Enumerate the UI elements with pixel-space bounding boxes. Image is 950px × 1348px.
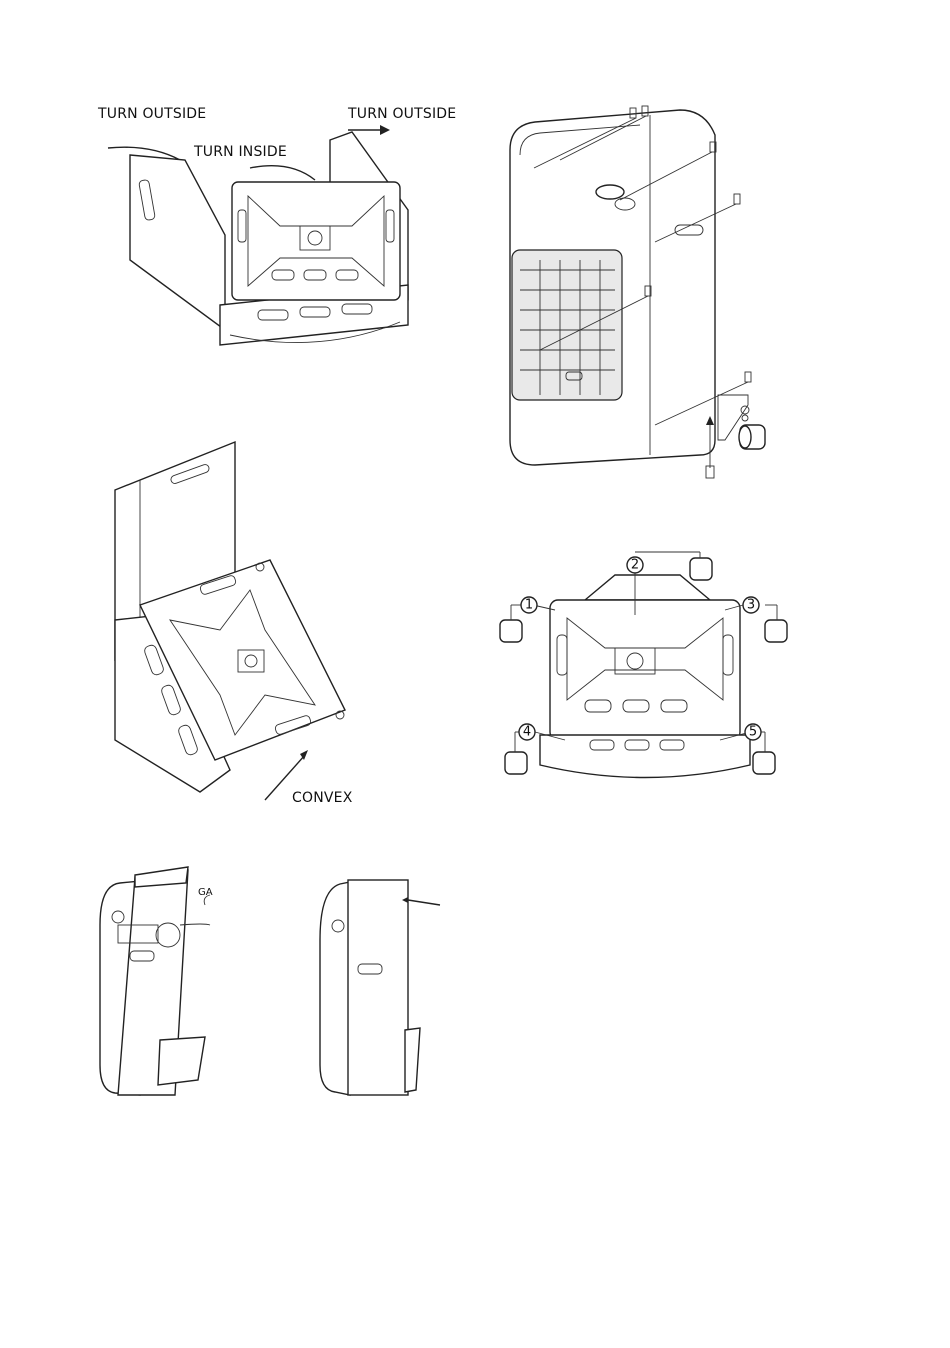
convex-panel-drawing xyxy=(100,440,400,790)
figure-unfold-panels: TURN OUTSIDE TURN OUTSIDE TURN INSIDE xyxy=(90,100,470,360)
figure-cylinder-insert-left: GA xyxy=(90,865,240,1105)
label-turn-outside-left: TURN OUTSIDE xyxy=(98,106,206,122)
position-1: 1 xyxy=(525,598,533,613)
base-tray-left xyxy=(158,1037,205,1085)
label-turn-inside: TURN INSIDE xyxy=(194,144,287,160)
control-knob xyxy=(596,185,624,199)
cylinder-insert-left-drawing xyxy=(90,865,240,1105)
left-side-panel xyxy=(130,155,225,330)
cylinder-insert-right-drawing xyxy=(310,870,450,1105)
top-cover-left xyxy=(135,867,188,887)
figure-convex-panel: CONVEX xyxy=(100,440,400,810)
base-tray-right xyxy=(405,1028,420,1092)
position-2: 2 xyxy=(631,558,639,573)
back-plate xyxy=(232,182,400,300)
figure-wheel-positions: 2 1 3 4 5 xyxy=(495,540,795,790)
position-3: 3 xyxy=(747,598,755,613)
arrow-cover xyxy=(408,900,440,905)
heater-side-right xyxy=(320,882,350,1095)
figure-heater-front xyxy=(500,100,790,480)
label-convex: CONVEX xyxy=(292,790,352,802)
arrow-turn-inside xyxy=(250,166,315,180)
position-4: 4 xyxy=(523,725,531,740)
base-front xyxy=(540,735,750,778)
figure-cylinder-insert-right xyxy=(310,870,450,1105)
label-turn-outside-right: TURN OUTSIDE xyxy=(348,106,456,122)
heater-front-drawing xyxy=(500,100,790,480)
back-cover-right xyxy=(348,880,408,1095)
heater-grille xyxy=(512,250,622,400)
label-gas: GA xyxy=(198,887,213,898)
arrowhead-right xyxy=(380,125,390,135)
unfold-panels-drawing xyxy=(90,100,470,360)
wheel-positions-drawing: 2 1 3 4 5 xyxy=(495,540,795,790)
position-5: 5 xyxy=(749,725,757,740)
